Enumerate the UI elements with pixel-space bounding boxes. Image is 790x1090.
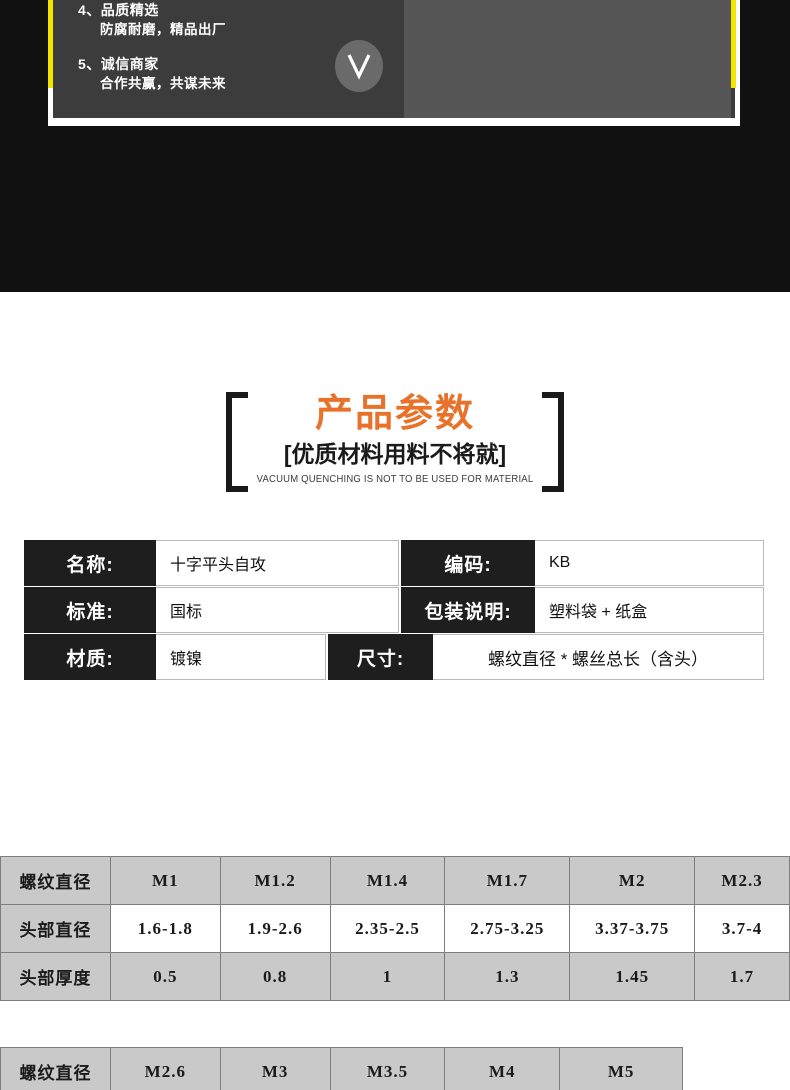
table-cell: 1.3 <box>444 952 571 1001</box>
list-item: 4、品质精选 防腐耐磨，精品出厂 <box>78 0 398 40</box>
cell-gap <box>399 587 401 633</box>
section-title-block: 产品参数 [优质材料用料不将就] VACUUM QUENCHING IS NOT… <box>0 390 790 505</box>
spec-value-code: KB <box>535 540 764 586</box>
spec-label-name: 名称: <box>24 540 156 586</box>
bracket-left-decoration <box>226 392 248 492</box>
table-cell: 3.37-3.75 <box>569 904 696 953</box>
spec-value-packaging: 塑料袋 + 纸盒 <box>535 587 764 633</box>
table-cell: M3 <box>219 1047 331 1090</box>
bracket-right-decoration <box>542 392 564 492</box>
list-item: 5、诚信商家 合作共赢，共谋未来 <box>78 54 398 94</box>
spec-value-size: 螺纹直径 * 螺丝总长（含头） <box>433 634 764 680</box>
table-cell: M2.3 <box>694 856 790 905</box>
chevron-down-icon[interactable] <box>335 40 383 92</box>
banner-gray-right-panel <box>404 0 731 118</box>
banner-accent-bar-right <box>731 0 736 88</box>
table-cell: M1.2 <box>219 856 331 905</box>
table-cell: 2.35-2.5 <box>329 904 446 953</box>
table-row: 标准: 国标 包装说明: 塑料袋 + 纸盒 <box>24 587 766 633</box>
table-cell: 3.7-4 <box>694 904 790 953</box>
table-cell: M2.6 <box>109 1047 221 1090</box>
point-title: 4、品质精选 <box>78 0 398 20</box>
spec-label-standard: 标准: <box>24 587 156 633</box>
table-cell: 0.8 <box>219 952 331 1001</box>
table-cell: M5 <box>559 1047 683 1090</box>
point-index: 4、 <box>78 2 101 18</box>
spec-label-size: 尺寸: <box>328 634 433 680</box>
spec-value-material: 镀镍 <box>156 634 326 680</box>
table-cell: 1.45 <box>569 952 696 1001</box>
cell-gap <box>326 634 328 680</box>
table-cell: 2.75-3.25 <box>444 904 571 953</box>
feature-banner-section: 4、品质精选 防腐耐磨，精品出厂 5、诚信商家 合作共赢，共谋未来 <box>0 0 790 292</box>
table-cell: M4 <box>444 1047 561 1090</box>
table-cell: M1.4 <box>329 856 446 905</box>
table-cell: M1.7 <box>444 856 571 905</box>
point-title: 5、诚信商家 <box>78 54 398 74</box>
table-cell: 1.7 <box>694 952 790 1001</box>
table-cell: 1.6-1.8 <box>109 904 221 953</box>
banner-points-list: 4、品质精选 防腐耐磨，精品出厂 5、诚信商家 合作共赢，共谋未来 <box>78 0 398 108</box>
page-title: 产品参数 <box>314 391 475 435</box>
table-row: 材质: 镀镍 尺寸: 螺纹直径 * 螺丝总长（含头） <box>24 634 766 680</box>
spec-label-code: 编码: <box>401 540 535 586</box>
spec-label-packaging: 包装说明: <box>401 587 535 633</box>
point-title-text: 诚信商家 <box>100 56 159 72</box>
table-cell: 1 <box>329 952 446 1001</box>
banner-accent-bar-left <box>48 0 53 88</box>
point-subtitle: 合作共赢，共谋未来 <box>100 76 226 91</box>
table-cell: 0.5 <box>109 952 221 1001</box>
spec-table: 名称: 十字平头自攻 编码: KB 标准: 国标 包装说明: 塑料袋 + 纸盒 … <box>24 540 766 681</box>
spec-label-material: 材质: <box>24 634 156 680</box>
page-subtitle-english: VACUUM QUENCHING IS NOT TO BE USED FOR M… <box>256 473 534 486</box>
table-row-header: 螺纹直径 <box>0 1047 111 1090</box>
spec-value-standard: 国标 <box>156 587 399 633</box>
table-cell: M2 <box>569 856 696 905</box>
table-row-header: 头部直径 <box>0 904 111 953</box>
spec-value-name: 十字平头自攻 <box>156 540 399 586</box>
point-subtitle: 防腐耐磨，精品出厂 <box>100 22 226 37</box>
page-subtitle: [优质材料用料不将就] <box>283 441 507 467</box>
table-row-header: 头部厚度 <box>0 952 111 1001</box>
point-title-text: 品质精选 <box>100 2 159 18</box>
table-row: 名称: 十字平头自攻 编码: KB <box>24 540 766 586</box>
cell-gap <box>399 540 401 586</box>
table-cell: M3.5 <box>329 1047 446 1090</box>
table-cell: M1 <box>109 856 221 905</box>
table-cell: 1.9-2.6 <box>219 904 331 953</box>
point-index: 5、 <box>78 56 101 72</box>
table-row-header: 螺纹直径 <box>0 856 111 905</box>
